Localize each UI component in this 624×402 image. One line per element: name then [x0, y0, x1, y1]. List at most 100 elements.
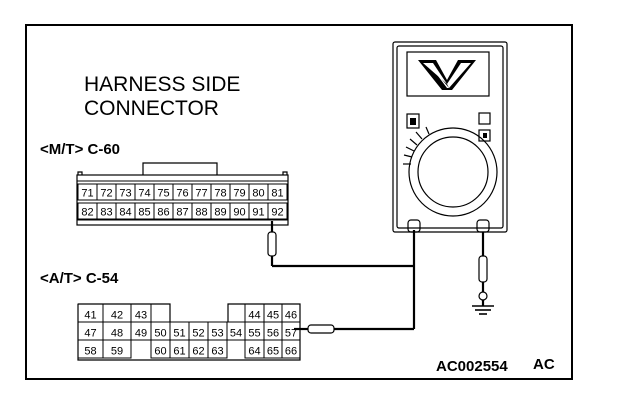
svg-text:71: 71: [81, 188, 93, 200]
svg-text:60: 60: [154, 346, 166, 358]
connector-mt-label: <M/T> C-60: [40, 141, 120, 158]
pin-cell: 56: [263, 321, 283, 341]
svg-text:76: 76: [176, 188, 188, 200]
pin-cell: 50: [150, 321, 171, 341]
pin-cell: 49: [130, 321, 152, 341]
pin-cell: 75: [153, 183, 174, 201]
diagram-frame: [25, 24, 573, 380]
pin-cell: 48: [102, 321, 132, 341]
pin-cell: 64: [244, 339, 265, 359]
svg-text:55: 55: [248, 328, 260, 340]
svg-text:59: 59: [111, 346, 123, 358]
figure-suffix: AC: [533, 356, 555, 373]
svg-text:81: 81: [271, 188, 283, 200]
pin-cell: 53: [207, 321, 228, 341]
pin-cell: 83: [96, 202, 117, 220]
meter-display: [406, 51, 490, 97]
diagram-title-line1: HARNESS SIDE: [84, 73, 240, 96]
svg-text:44: 44: [248, 310, 260, 322]
pin-cell: 84: [115, 202, 136, 220]
pin-cell: 82: [77, 202, 98, 220]
pin-cell: 73: [115, 183, 136, 201]
pin-cell: 66: [281, 339, 301, 359]
svg-text:47: 47: [84, 328, 96, 340]
svg-text:43: 43: [135, 310, 147, 322]
svg-text:77: 77: [195, 188, 207, 200]
pin-cell: 88: [191, 202, 212, 220]
svg-text:88: 88: [195, 207, 207, 219]
svg-text:91: 91: [252, 207, 264, 219]
svg-text:52: 52: [192, 328, 204, 340]
multimeter: [392, 41, 508, 233]
svg-text:74: 74: [138, 188, 150, 200]
pin-cell: 90: [229, 202, 250, 220]
svg-text:45: 45: [267, 310, 279, 322]
probe-c54-pin57: [294, 324, 414, 334]
pin-cell: 92: [267, 202, 288, 220]
pin-cell: 51: [169, 321, 190, 341]
svg-text:83: 83: [100, 207, 112, 219]
pin-cell: 71: [77, 183, 98, 201]
svg-text:72: 72: [100, 188, 112, 200]
svg-text:61: 61: [173, 346, 185, 358]
svg-text:49: 49: [135, 328, 147, 340]
svg-text:82: 82: [81, 207, 93, 219]
svg-text:66: 66: [285, 346, 297, 358]
pin-cell: 60: [150, 339, 171, 359]
svg-text:65: 65: [267, 346, 279, 358]
svg-text:54: 54: [230, 328, 242, 340]
svg-text:57: 57: [285, 328, 297, 340]
dial-ticks: [403, 126, 430, 165]
svg-text:50: 50: [154, 328, 166, 340]
pin-cell: 47: [77, 321, 104, 341]
meter-dial: [408, 127, 498, 217]
meter-terminal-com: [407, 219, 421, 233]
probe-c60-pin92: [267, 221, 277, 266]
svg-text:62: 62: [192, 346, 204, 358]
pin-cell: 91: [248, 202, 269, 220]
svg-text:42: 42: [111, 310, 123, 322]
svg-text:78: 78: [214, 188, 226, 200]
svg-text:56: 56: [267, 328, 279, 340]
svg-text:53: 53: [211, 328, 223, 340]
svg-text:51: 51: [173, 328, 185, 340]
pin-cell: 65: [263, 339, 283, 359]
pin-cell: 81: [267, 183, 288, 201]
svg-text:92: 92: [271, 207, 283, 219]
pin-cell: 86: [153, 202, 174, 220]
pin-cell: 77: [191, 183, 212, 201]
pin-cell: 87: [172, 202, 193, 220]
pin-cell: 59: [102, 339, 132, 359]
pin-cell: 79: [229, 183, 250, 201]
svg-text:46: 46: [285, 310, 297, 322]
svg-text:63: 63: [211, 346, 223, 358]
svg-text:84: 84: [119, 207, 131, 219]
svg-text:87: 87: [176, 207, 188, 219]
pin-cell: 46: [281, 303, 301, 323]
pin-cell: 63: [207, 339, 228, 359]
svg-text:48: 48: [111, 328, 123, 340]
meter-button-right-top: [478, 112, 491, 125]
pin-cell: 76: [172, 183, 193, 201]
figure-code: AC002554: [436, 358, 508, 375]
pin-cell: 57: [281, 321, 301, 341]
svg-text:58: 58: [84, 346, 96, 358]
svg-text:75: 75: [157, 188, 169, 200]
pin-cell: 62: [188, 339, 209, 359]
svg-text:79: 79: [233, 188, 245, 200]
meter-button-left: [406, 113, 420, 129]
pin-cell: 80: [248, 183, 269, 201]
svg-text:85: 85: [138, 207, 150, 219]
pin-cell: 72: [96, 183, 117, 201]
pin-cell: 42: [102, 303, 132, 323]
pin-cell: 85: [134, 202, 155, 220]
pin-cell: 43: [130, 303, 152, 323]
pin-cell: 54: [226, 321, 246, 341]
ground-probe: [478, 232, 488, 301]
diagram-title-line2: CONNECTOR: [84, 97, 219, 120]
svg-text:80: 80: [252, 188, 264, 200]
